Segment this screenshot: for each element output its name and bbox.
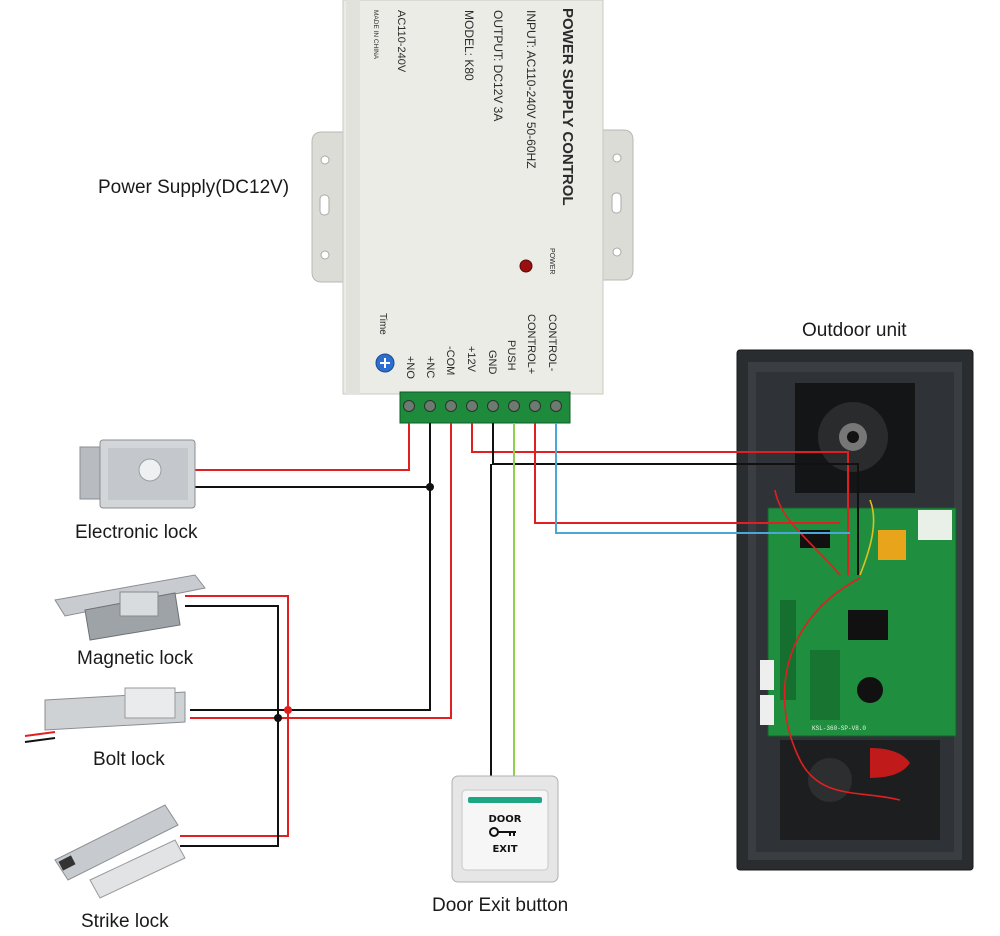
junction-dot bbox=[274, 714, 282, 722]
door-exit-button: DOOR EXIT bbox=[451, 775, 559, 883]
outdoor-unit-label: Outdoor unit bbox=[802, 320, 907, 341]
magnetic-lock-label: Magnetic lock bbox=[77, 648, 194, 669]
psu-model-text: MODEL: K80 bbox=[462, 10, 476, 81]
wire-no-red bbox=[195, 423, 410, 471]
electronic-lock-image bbox=[79, 439, 196, 509]
power-led-icon bbox=[519, 259, 533, 273]
terminal-label-nc: +NC bbox=[424, 356, 436, 378]
terminal-label-control-minus: CONTROL- bbox=[546, 314, 558, 372]
terminal-label-push: PUSH bbox=[505, 340, 517, 371]
wire-12v-red bbox=[471, 423, 849, 575]
pcb-relay bbox=[878, 530, 906, 560]
strike-lock-image bbox=[54, 804, 186, 899]
psu-brand-text: POWER SUPPLY CONTROL bbox=[559, 8, 576, 206]
wire-com-black bbox=[190, 423, 431, 711]
psu-made-in-text: MADE IN CHINA bbox=[372, 10, 379, 60]
wire-lock-bus-red bbox=[180, 595, 289, 837]
wire-nc-red bbox=[190, 423, 452, 719]
bolt-lock-label: Bolt lock bbox=[93, 749, 165, 770]
terminal-label-control-plus: CONTROL+ bbox=[525, 314, 537, 374]
power-supply-unit: POWER SUPPLY CONTROL INPUT: AC110-240V 5… bbox=[311, 0, 634, 424]
psu-power-text: POWER bbox=[548, 248, 555, 274]
terminal-label-12v: +12V bbox=[465, 346, 477, 373]
power-supply-label: Power Supply(DC12V) bbox=[98, 177, 289, 198]
bolt-lock-image bbox=[24, 687, 186, 743]
pcb-buzzer bbox=[857, 677, 883, 703]
pcb-marking: KSL-360-SP-V8.0 bbox=[812, 725, 866, 732]
speaker-area bbox=[780, 740, 940, 840]
terminal-label-gnd: GND bbox=[486, 350, 498, 375]
terminal-label-no: +NO bbox=[404, 356, 416, 379]
magnetic-lock-image bbox=[54, 574, 206, 641]
key-icon bbox=[489, 827, 516, 837]
door-exit-button-label: Door Exit button bbox=[432, 895, 568, 916]
outdoor-unit: KSL-360-SP-V8.0 bbox=[736, 349, 974, 871]
wire-gnd-black bbox=[492, 423, 859, 575]
junction-dot bbox=[426, 483, 434, 491]
strike-lock-label: Strike lock bbox=[81, 911, 169, 932]
psu-output-text: OUTPUT: DC12V 3A bbox=[491, 10, 505, 121]
psu-body bbox=[342, 0, 604, 395]
exit-button-top-text: DOOR bbox=[488, 814, 521, 825]
psu-terminal-labels: +NO +NC -COM +12V GND PUSH CONTROL+ CONT… bbox=[404, 314, 558, 379]
psu-input-text: INPUT: AC110-240V 50-60HZ bbox=[524, 10, 538, 169]
terminal-screws bbox=[403, 400, 562, 412]
electronic-lock-label: Electronic lock bbox=[75, 522, 198, 543]
exit-button-bottom-text: EXIT bbox=[492, 844, 517, 855]
terminal-label-com: -COM bbox=[444, 346, 456, 375]
wire-control-minus-blue bbox=[555, 423, 850, 534]
psu-ac-text: AC110-240V bbox=[395, 10, 407, 73]
wire-control-plus-red bbox=[534, 423, 840, 524]
junction-dot bbox=[284, 706, 292, 714]
pcb-chip bbox=[848, 610, 888, 640]
wire-lock-bus-black bbox=[180, 605, 279, 847]
psu-time-text: Time bbox=[377, 313, 388, 335]
wiring bbox=[180, 423, 859, 847]
